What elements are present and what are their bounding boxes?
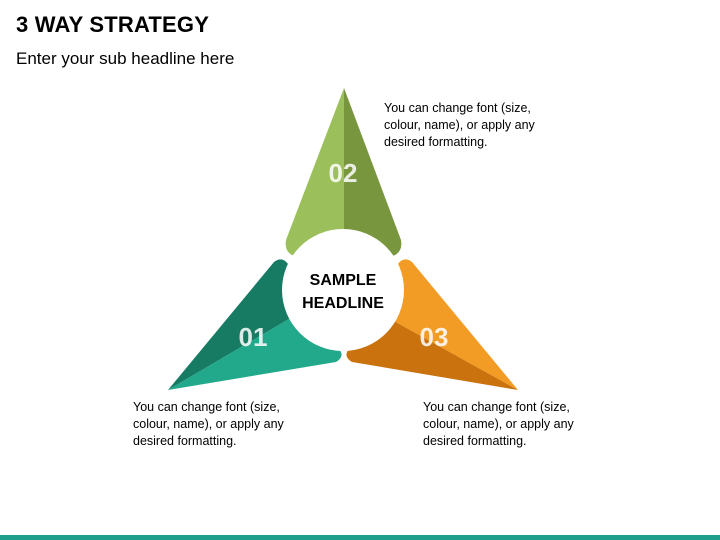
segment-02-right-face (344, 88, 402, 256)
segment-01: 01 (168, 259, 342, 390)
segment-02-left-face (285, 88, 344, 256)
segment-02-number: 02 (329, 158, 358, 188)
segment-01-description: You can change font (size, colour, name)… (133, 400, 284, 448)
segment-01-number: 01 (239, 322, 268, 352)
center-hub: SAMPLE HEADLINE (282, 229, 404, 351)
bottom-accent-bar (0, 535, 720, 540)
center-headline-line2: HEADLINE (302, 295, 384, 312)
segment-03: 03 (346, 259, 518, 390)
segment-03-upper-face (392, 259, 518, 390)
slide-title: 3 WAY STRATEGY (16, 12, 210, 37)
segment-03-number: 03 (420, 322, 449, 352)
center-headline-line1: SAMPLE (310, 272, 377, 289)
segment-03-lower-face (346, 320, 518, 390)
segment-02: 02 (285, 88, 402, 256)
segment-01-lower-face (168, 316, 342, 390)
segment-03-description: You can change font (size, colour, name)… (423, 400, 574, 448)
segment-01-upper-face (168, 259, 294, 390)
center-circle (282, 229, 404, 351)
segment-02-description: You can change font (size, colour, name)… (384, 101, 535, 149)
slide-subtitle: Enter your sub headline here (16, 49, 235, 68)
